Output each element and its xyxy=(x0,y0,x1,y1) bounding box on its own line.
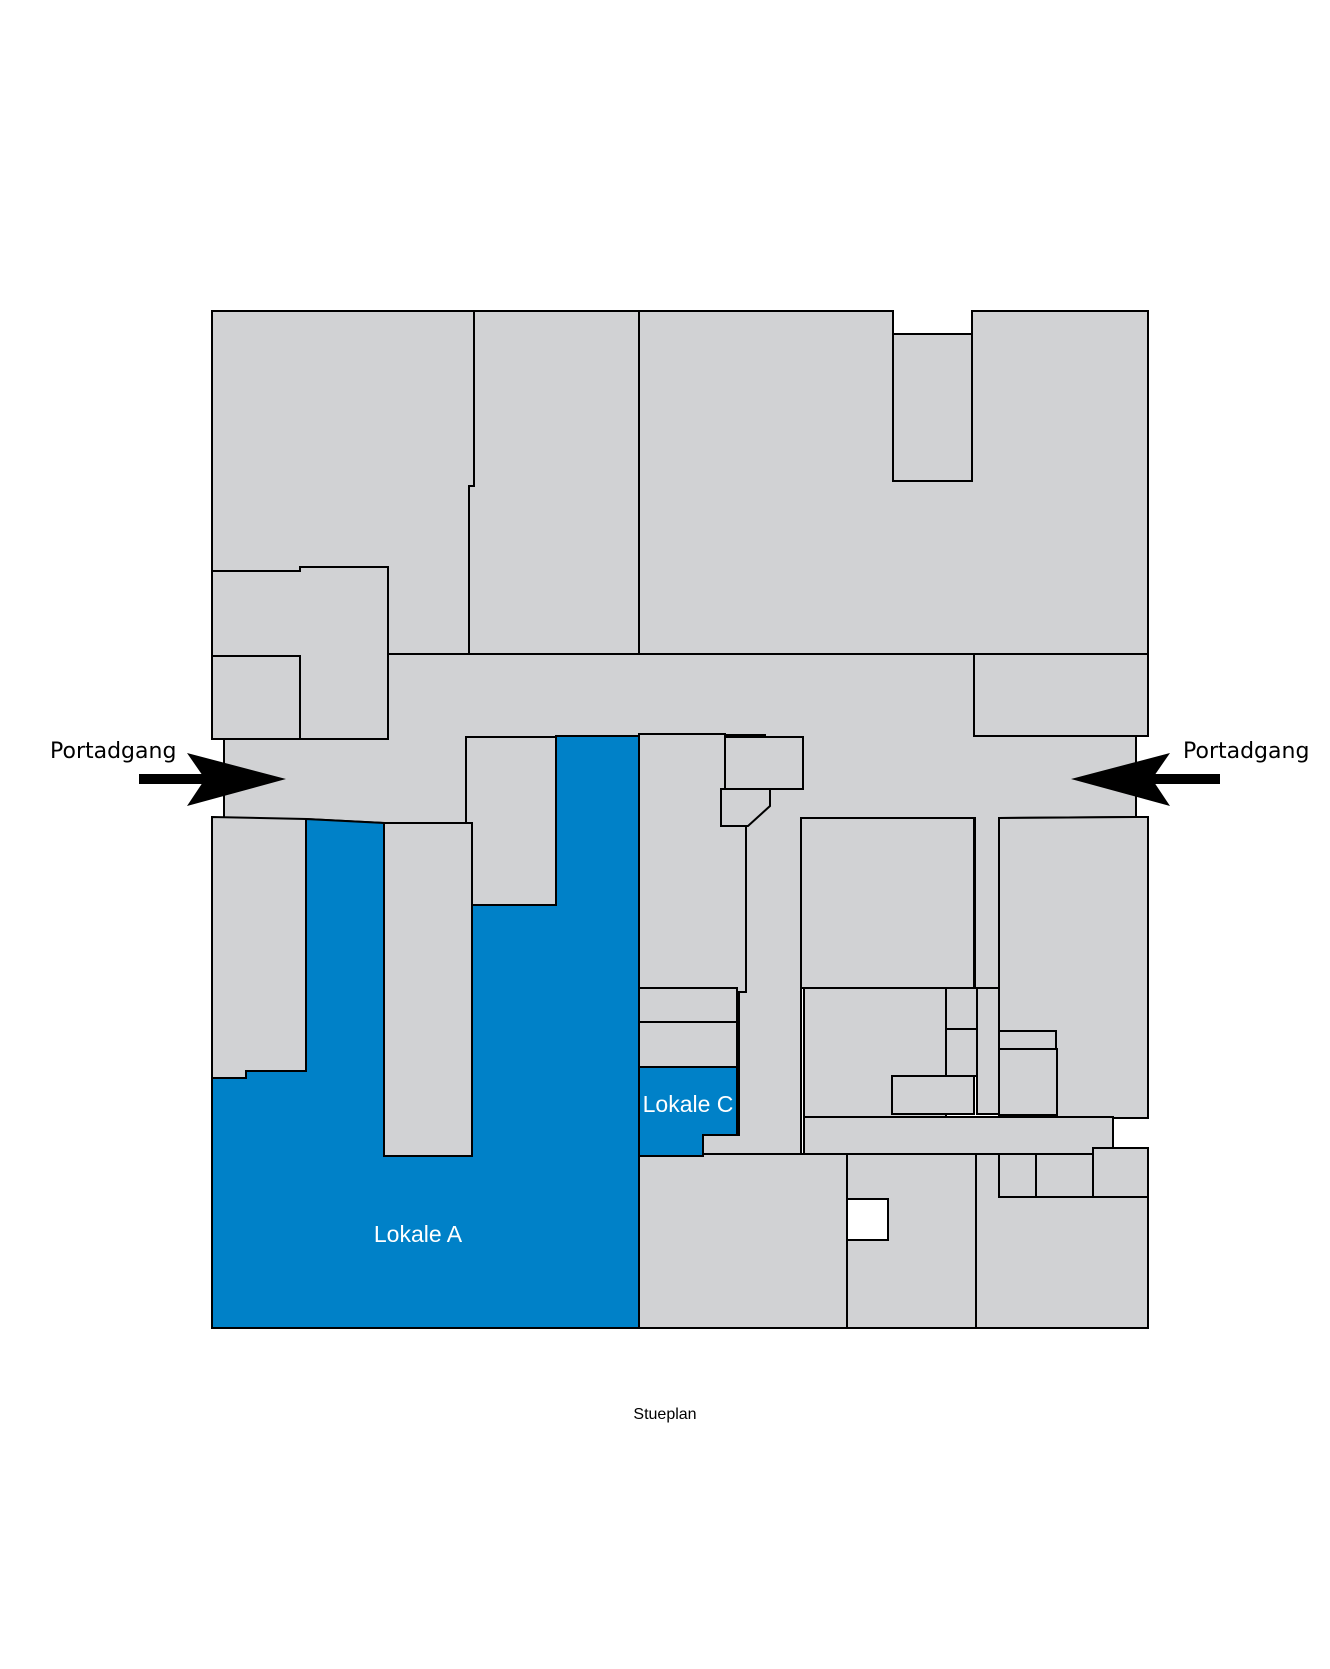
unit-lokale-a xyxy=(211,735,640,1329)
room-top-notch xyxy=(892,333,973,482)
room-bottom-cell-2 xyxy=(1035,1153,1094,1198)
left-entrance-label: Portadgang xyxy=(50,739,176,764)
room-right-i xyxy=(998,1048,1058,1116)
room-left-small xyxy=(211,655,301,740)
room-bottom-b xyxy=(846,1153,977,1329)
room-mid-corner xyxy=(720,788,771,827)
lokale-c-label: Lokale C xyxy=(643,1091,734,1117)
room-lower-column xyxy=(383,822,473,1157)
plan-caption: Stueplan xyxy=(633,1406,697,1423)
room-right-g xyxy=(891,1075,975,1115)
room-right-strip xyxy=(803,1116,1114,1155)
left-entrance-arrow-icon xyxy=(139,753,286,806)
room-mid-narrow xyxy=(465,736,557,906)
right-entrance-arrow-icon xyxy=(1071,753,1220,806)
room-right-a xyxy=(800,817,975,989)
right-entrance-label: Portadgang xyxy=(1183,739,1309,764)
unit-lokale-c xyxy=(638,1066,738,1157)
lokale-a-label: Lokale A xyxy=(374,1221,463,1247)
room-bottom-cell-1 xyxy=(998,1153,1037,1198)
room-mid-strip-2 xyxy=(638,1021,738,1068)
room-right-h xyxy=(998,1030,1057,1050)
room-mid-strip-1 xyxy=(638,987,738,1023)
room-bottom-a xyxy=(638,1153,848,1329)
room-right-f xyxy=(976,987,1000,1115)
room-right-e xyxy=(945,1028,978,1077)
room-right-d xyxy=(945,987,978,1030)
room-mid-box xyxy=(724,736,804,790)
room-right-upper xyxy=(973,653,1149,737)
room-bottom-cell-3 xyxy=(1092,1147,1149,1198)
room-top-center xyxy=(468,310,640,655)
room-lower-left-strip xyxy=(211,815,307,1079)
